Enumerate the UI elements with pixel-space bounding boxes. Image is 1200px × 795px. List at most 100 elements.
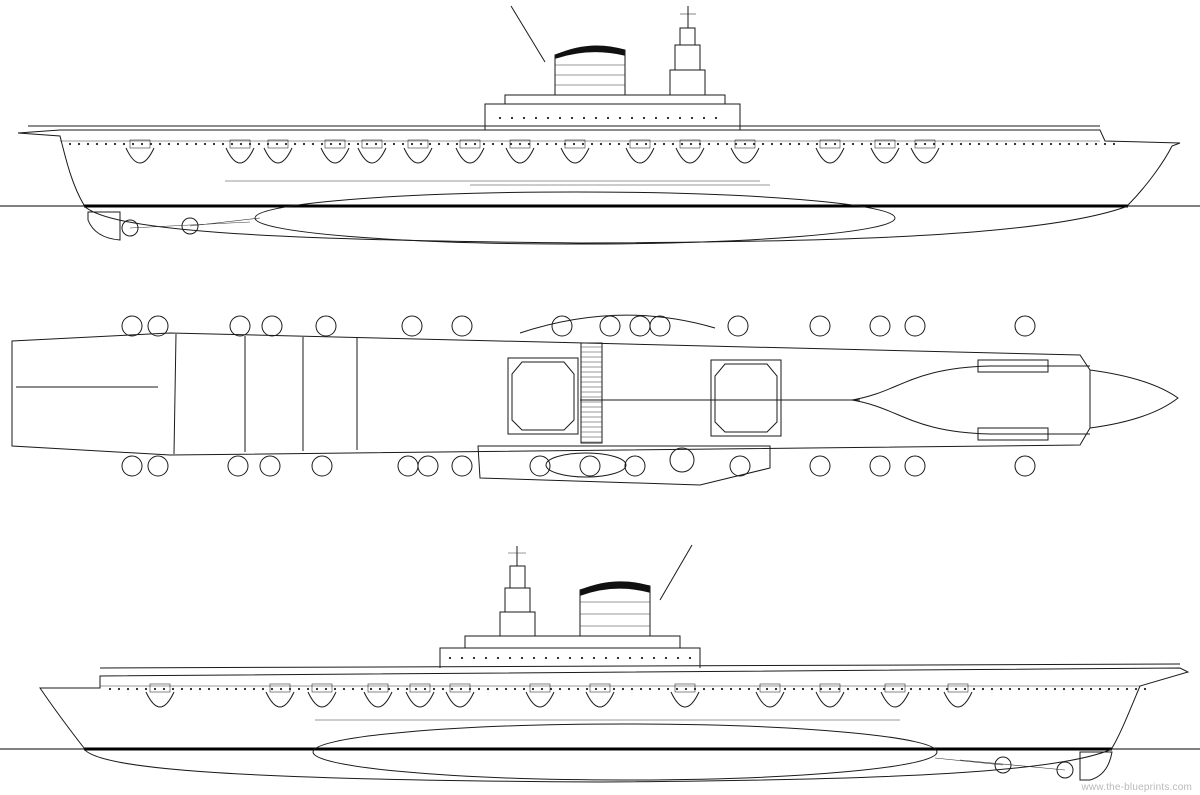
plan-gun-tub — [579, 455, 601, 477]
porthole — [986, 142, 990, 146]
porthole — [896, 142, 900, 146]
catapult-stbd — [977, 427, 1049, 441]
gun-sponson — [225, 147, 255, 164]
porthole — [1103, 142, 1107, 146]
porthole — [1053, 687, 1057, 691]
porthole — [873, 687, 877, 691]
porthole — [743, 142, 747, 146]
porthole — [720, 687, 724, 691]
gun-mount — [149, 683, 171, 693]
porthole — [484, 656, 488, 660]
porthole — [761, 142, 765, 146]
porthole — [1058, 142, 1062, 146]
propeller-1 — [121, 219, 139, 237]
bridge-plan — [669, 447, 695, 473]
porthole — [414, 687, 418, 691]
porthole — [117, 687, 121, 691]
porthole — [239, 142, 243, 146]
plan-gun-tub — [869, 315, 891, 337]
gun-mount — [409, 683, 431, 693]
gun-sponson — [880, 691, 910, 708]
plan-gun-tub — [121, 455, 143, 477]
porthole — [995, 142, 999, 146]
porthole — [527, 142, 531, 146]
porthole — [738, 687, 742, 691]
porthole — [491, 142, 495, 146]
porthole — [972, 687, 976, 691]
porthole — [891, 687, 895, 691]
porthole — [604, 656, 608, 660]
porthole — [684, 687, 688, 691]
porthole — [189, 687, 193, 691]
plan-gun-tub — [451, 315, 473, 337]
plan-gun-tub — [904, 455, 926, 477]
porthole — [702, 116, 706, 120]
porthole — [126, 687, 130, 691]
porthole — [779, 142, 783, 146]
porthole — [905, 142, 909, 146]
gun-sponson — [505, 147, 535, 164]
plan-gun-tub — [261, 315, 283, 337]
porthole — [225, 687, 229, 691]
porthole — [320, 142, 324, 146]
porthole — [676, 656, 680, 660]
porthole — [261, 687, 265, 691]
plan-gun-tub — [401, 315, 423, 337]
porthole — [990, 687, 994, 691]
porthole — [1080, 687, 1084, 691]
porthole — [923, 142, 927, 146]
porthole — [338, 142, 342, 146]
porthole — [531, 687, 535, 691]
porthole — [378, 687, 382, 691]
porthole — [707, 142, 711, 146]
porthole — [626, 142, 630, 146]
gun-sponson — [263, 147, 293, 164]
shaft-1 — [934, 757, 1004, 766]
plan-gun-tub — [551, 315, 573, 337]
porthole — [616, 656, 620, 660]
porthole — [927, 687, 931, 691]
plan-gun-tub — [729, 455, 751, 477]
porthole — [662, 142, 666, 146]
porthole — [365, 142, 369, 146]
plan-gun-tub — [397, 455, 419, 477]
porthole — [828, 687, 832, 691]
porthole — [455, 142, 459, 146]
sponson-group — [145, 683, 973, 708]
porthole — [819, 687, 823, 691]
bridge-tower — [669, 27, 706, 95]
gun-sponson — [363, 691, 393, 708]
porthole — [887, 142, 891, 146]
porthole — [556, 656, 560, 660]
porthole — [140, 142, 144, 146]
porthole — [180, 687, 184, 691]
porthole — [1062, 687, 1066, 691]
porthole — [347, 142, 351, 146]
porthole — [711, 687, 715, 691]
porthole — [496, 656, 500, 660]
gun-sponson — [943, 691, 973, 708]
porthole — [1125, 687, 1129, 691]
porthole — [648, 687, 652, 691]
porthole — [171, 687, 175, 691]
porthole — [176, 142, 180, 146]
porthole — [234, 687, 238, 691]
porthole — [774, 687, 778, 691]
porthole — [657, 687, 661, 691]
gun-sponson — [730, 147, 760, 164]
porthole — [477, 687, 481, 691]
porthole — [221, 142, 225, 146]
porthole — [1040, 142, 1044, 146]
arrestor-wire-1 — [173, 333, 177, 455]
gun-mount — [407, 139, 429, 149]
porthole — [572, 142, 576, 146]
gun-mount — [674, 683, 696, 693]
gun-sponson — [585, 691, 615, 708]
porthole — [675, 687, 679, 691]
porthole — [725, 142, 729, 146]
porthole — [594, 687, 598, 691]
gun-sponson — [870, 147, 900, 164]
gun-sponson — [455, 147, 485, 164]
porthole — [500, 142, 504, 146]
starboard-profile-view — [0, 5, 1200, 245]
